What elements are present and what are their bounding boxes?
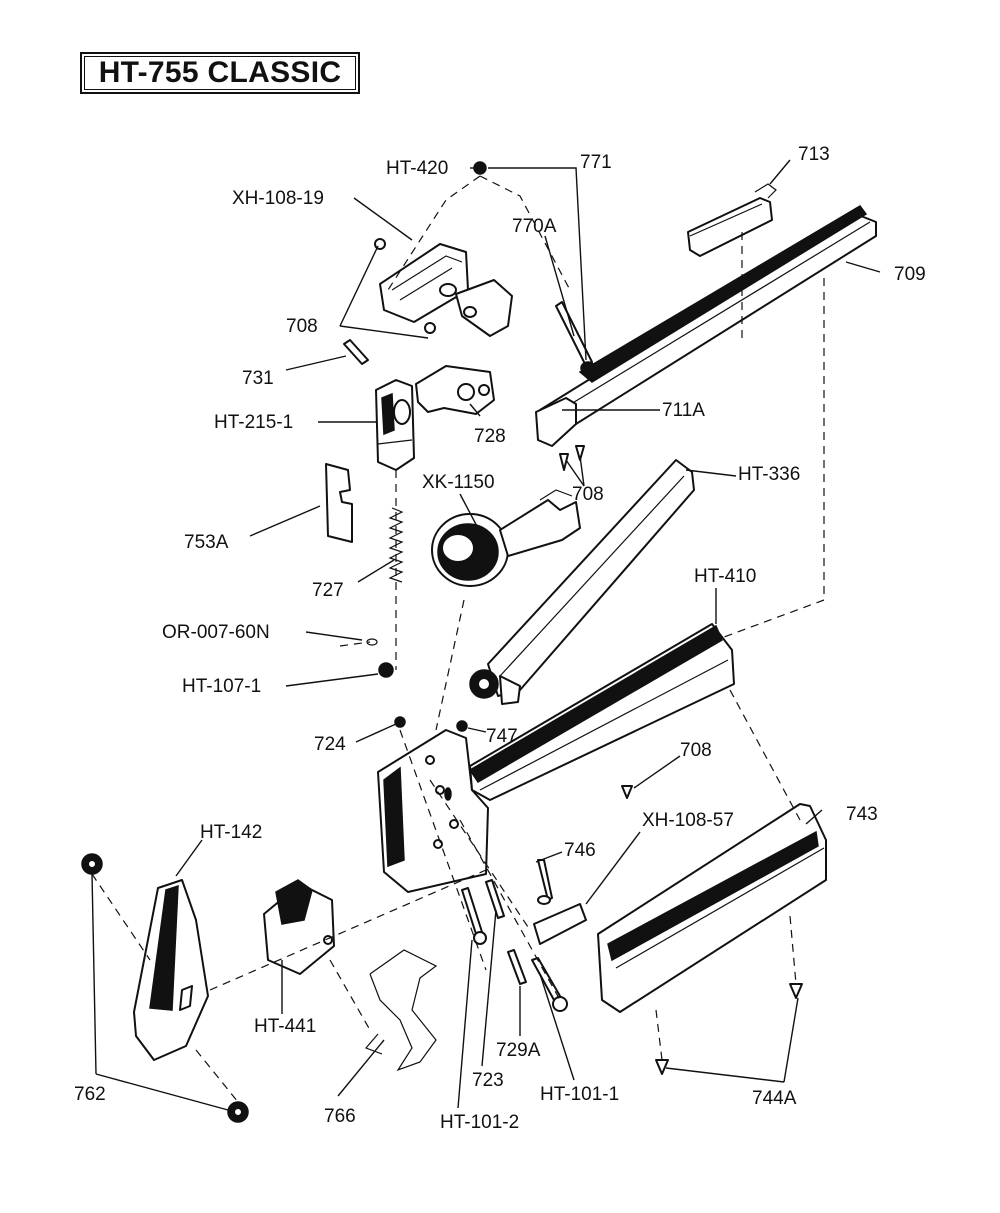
part-HT-336-pusher: [469, 459, 695, 705]
part-OR-007-60N-oring: [366, 638, 378, 646]
label-XH-108-57: XH-108-57: [642, 810, 734, 831]
label-727: 727: [312, 580, 344, 601]
label-XK-1150: XK-1150: [422, 472, 495, 493]
label-HT-101-1: HT-101-1: [540, 1084, 619, 1105]
label-729A: 729A: [496, 1040, 541, 1061]
part-724: [394, 716, 406, 728]
label-708-mid: 708: [572, 484, 604, 505]
model-title-box: HT-755 CLASSIC: [80, 52, 360, 94]
part-HT-441-latch: [263, 879, 335, 975]
label-HT-215-1: HT-215-1: [214, 412, 293, 433]
model-title: HT-755 CLASSIC: [98, 56, 342, 89]
part-746-screw: [537, 859, 553, 905]
part-762-nuts: [81, 853, 249, 1123]
part-HT-107-1: [378, 662, 394, 678]
label-711A: 711A: [662, 400, 705, 421]
part-766-spring: [364, 949, 438, 1072]
label-HT-420: HT-420: [386, 158, 448, 179]
label-762: 762: [74, 1084, 106, 1105]
part-HT-142-bracket: [133, 879, 209, 1061]
label-724: 724: [314, 734, 346, 755]
part-XH-108-57-plate: [533, 903, 587, 945]
part-labels: 771 713 HT-420 XH-108-19 770A 709 708 73…: [74, 144, 926, 1133]
label-HT-410: HT-410: [694, 566, 756, 587]
label-713: 713: [798, 144, 830, 165]
label-HT-101-2: HT-101-2: [440, 1112, 519, 1133]
label-723: 723: [472, 1070, 504, 1091]
label-731: 731: [242, 368, 274, 389]
part-708-screw-c: [621, 785, 633, 799]
label-HT-336: HT-336: [738, 464, 800, 485]
part-HT-101-pins: [461, 879, 568, 1012]
label-HT-441: HT-441: [254, 1016, 316, 1037]
label-753A: 753A: [184, 532, 229, 553]
label-XH-108-19: XH-108-19: [232, 188, 324, 209]
part-744A-screws: [655, 983, 803, 1075]
label-HT-107-1: HT-107-1: [182, 676, 261, 697]
part-711A-end: [535, 397, 577, 447]
leader-lines: [91, 159, 881, 1111]
part-XK-1150-coil: [431, 489, 581, 587]
part-XH-108-19-bracket: [374, 238, 513, 337]
part-753A-blade: [325, 463, 353, 543]
label-728: 728: [474, 426, 506, 447]
part-770A-screw: [555, 301, 596, 375]
label-708-top: 708: [286, 316, 318, 337]
label-746: 746: [564, 840, 596, 861]
dashed-guides: [91, 175, 825, 1103]
label-771: 771: [580, 152, 612, 173]
label-744A: 744A: [752, 1088, 797, 1109]
part-708-screws-b: [559, 445, 585, 471]
part-731-pin: [343, 339, 369, 365]
part-743-cover: [597, 803, 827, 1013]
label-HT-142: HT-142: [200, 822, 262, 843]
label-708-low: 708: [680, 740, 712, 761]
label-OR-007-60N: OR-007-60N: [162, 622, 270, 643]
part-747: [456, 720, 468, 732]
part-713-clip: [687, 183, 777, 257]
label-770A: 770A: [512, 216, 557, 237]
label-747: 747: [486, 726, 518, 747]
label-766: 766: [324, 1106, 356, 1127]
part-728-slider: [415, 365, 495, 415]
part-HT-410-channel: [468, 623, 735, 801]
label-709: 709: [894, 264, 926, 285]
part-main-body: [377, 729, 489, 893]
part-HT-215-1-plunger: [375, 379, 415, 471]
label-743: 743: [846, 804, 878, 825]
